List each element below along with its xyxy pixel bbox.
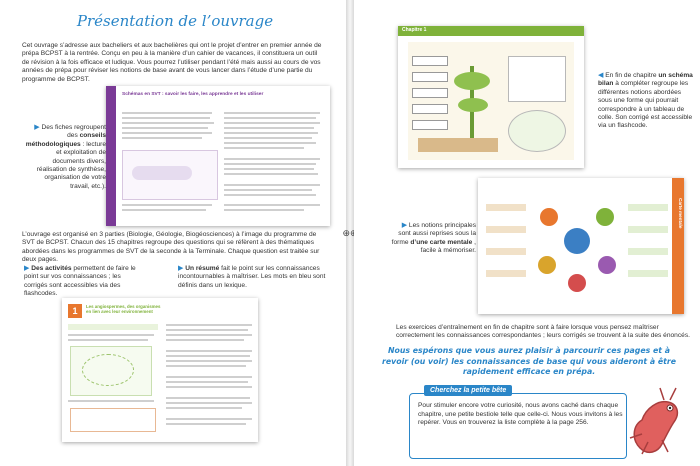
note-summary: ▶ Un résumé fait le point sur les connai…	[178, 265, 326, 289]
center-mark-icon: ⊕⊕	[342, 228, 358, 238]
thumb3-tag: Chapitre 1	[402, 27, 427, 33]
thumb-methodology-page: Schémas en SVT : savoir les faire, les a…	[106, 86, 330, 226]
arrow-icon: ▶	[34, 124, 40, 131]
beetle-icon	[629, 387, 679, 455]
arrow-icon: ▶	[401, 222, 408, 229]
organization-paragraph: L’ouvrage est organisé en 3 parties (Bio…	[22, 231, 320, 264]
beetle-box-title: Cherchez la petite bête	[424, 385, 513, 396]
left-page: Présentation de l’ouvrage Cet ouvrage s’…	[0, 0, 346, 466]
thumb2-title: Les angiospermes, des organismes en lien…	[86, 304, 161, 314]
arrow-icon: ▶	[24, 265, 30, 272]
thumb4-tag: Carte mentale	[678, 198, 683, 229]
note-activities: ▶ Des activités permettent de faire le p…	[24, 265, 136, 298]
thumb-summary-diagram: Chapitre 1	[398, 26, 584, 168]
intro-paragraph: Cet ouvrage s’adresse aux bacheliers et …	[22, 42, 322, 83]
arrow-icon: ◀	[598, 72, 604, 79]
exercises-paragraph: Les exercices d’entraînement en fin de c…	[396, 324, 690, 340]
note-methodology: ▶ Des fiches regroupent des conseils mét…	[25, 124, 106, 190]
thumb1-title: Schémas en SVT : savoir les faire, les a…	[122, 92, 264, 97]
beetle-box	[409, 393, 627, 459]
arrow-icon: ▶	[178, 265, 184, 272]
note-summary-diagram: ◀ En fin de chapitre un schéma bilan à c…	[598, 72, 693, 130]
chapter-number-icon: 1	[68, 304, 82, 318]
book-gutter	[346, 0, 354, 466]
thumb-chapter-page: 1 Les angiospermes, des organismes en li…	[62, 298, 258, 442]
beetle-box-text: Pour stimuler encore votre curiosité, no…	[418, 402, 623, 427]
thumb-mind-map: Carte mentale	[478, 178, 684, 314]
closing-message: Nous espérons que vous aurez plaisir à p…	[382, 346, 676, 376]
page-title: Présentation de l’ouvrage	[76, 12, 274, 30]
note-mind-map: ▶ Les notions principales sont aussi rep…	[391, 222, 476, 255]
right-page: Chapitre 1 ◀ En fin de chapitre un schém…	[354, 0, 700, 466]
